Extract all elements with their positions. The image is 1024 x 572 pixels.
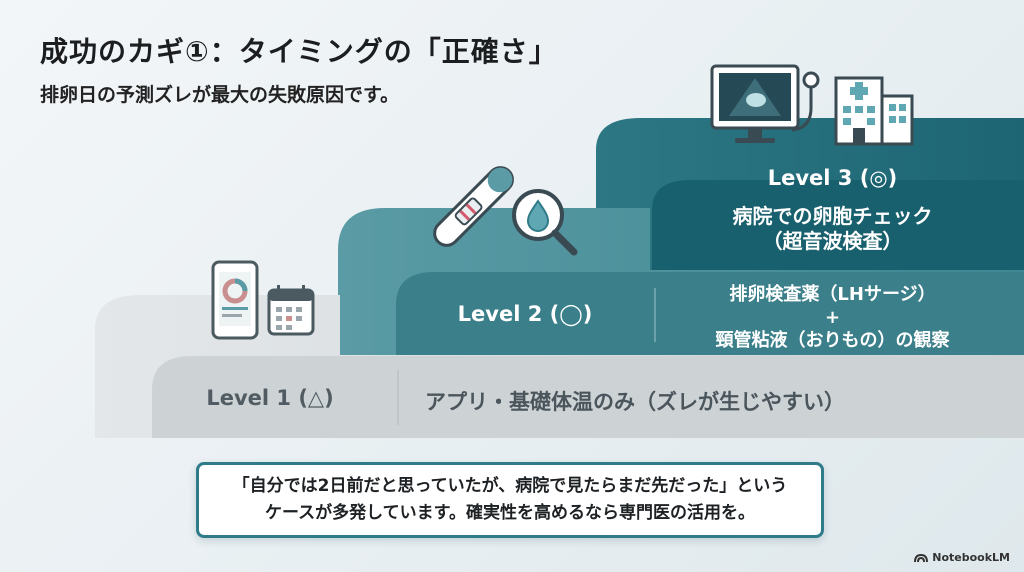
level-2-description: 排卵検査薬（LHサージ） + 頸管粘液（おりもの）の観察: [715, 284, 950, 351]
level-1-label: Level 1 (△): [206, 386, 334, 410]
calendar-icon: [267, 285, 315, 336]
smartphone-chart-icon: [211, 260, 259, 340]
step-level-3: [596, 118, 1024, 270]
level-1-description: アプリ・基礎体温のみ（ズレが生じやすい）: [425, 390, 845, 414]
level-2-label: Level 2 (◯): [457, 302, 593, 326]
notebooklm-brand: NotebookLM: [914, 551, 1010, 564]
callout-line-1: 「自分では2日前だと思っていたが、病院で見たらまだ先だった」という: [232, 476, 788, 496]
ovulation-test-stick-icon: [433, 166, 514, 247]
magnifier-drop-icon: [512, 189, 578, 256]
step-level-2: [338, 208, 1024, 355]
level-3-label: Level 3 (◎): [767, 166, 898, 190]
notebooklm-logo-icon: [914, 553, 929, 562]
step-level-1: [95, 295, 1024, 438]
page-title: 成功のカギ①：タイミングの「正確さ」: [40, 35, 558, 68]
ultrasound-monitor-icon: [710, 64, 820, 143]
quote-callout: 「自分では2日前だと思っていたが、病院で見たらまだ先だった」という ケースが多発…: [196, 462, 824, 538]
page-subtitle: 排卵日の予測ズレが最大の失敗原因です。: [40, 84, 400, 106]
hospital-icon: [834, 76, 914, 146]
callout-line-2: ケースが多発しています。確実性を高めるなら専門医の活用を。: [265, 503, 755, 523]
level-3-description: 病院での卵胞チェック （超音波検査）: [732, 204, 933, 253]
brand-name: NotebookLM: [932, 551, 1010, 564]
